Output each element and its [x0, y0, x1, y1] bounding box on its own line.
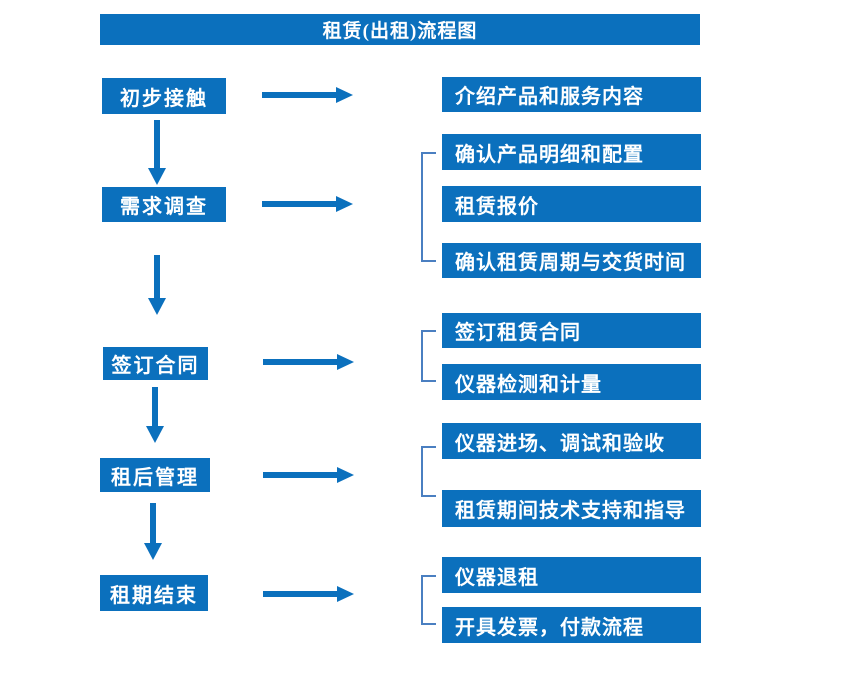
group-bracket-icon [421, 152, 436, 262]
group-bracket-icon [421, 446, 436, 497]
arrow-right-icon [262, 201, 336, 207]
page-title: 租赁(出租)流程图 [322, 21, 478, 42]
stage-box-sign-contract: 签订合同 [103, 347, 208, 380]
stage-box-rental-end: 租期结束 [100, 575, 208, 611]
output-box-confirm-rental-period-delivery: 确认租赁周期与交货时间 [442, 243, 701, 278]
output-box-introduce-products-services: 介绍产品和服务内容 [442, 77, 701, 112]
output-box-invoice-payment-process: 开具发票，付款流程 [442, 607, 701, 643]
arrow-right-icon [263, 591, 337, 597]
stage-box-initial-contact: 初步接触 [102, 78, 226, 114]
arrow-right-icon [263, 472, 337, 478]
arrow-right-icon [263, 359, 337, 365]
arrow-down-icon [154, 120, 160, 168]
title-bar: 租赁(出租)流程图 [100, 14, 700, 45]
stage-box-post-rental-management: 租后管理 [100, 458, 210, 492]
output-box-instrument-entry-debug-acceptance: 仪器进场、调试和验收 [442, 423, 701, 459]
output-box-confirm-product-details: 确认产品明细和配置 [442, 134, 701, 170]
arrow-down-icon [154, 255, 160, 298]
group-bracket-icon [421, 330, 436, 382]
stage-box-demand-survey: 需求调查 [102, 187, 226, 222]
group-bracket-icon [421, 575, 436, 625]
output-box-instrument-return: 仪器退租 [442, 557, 701, 593]
output-box-rental-quotation: 租赁报价 [442, 186, 701, 222]
output-box-technical-support-guidance: 租赁期间技术支持和指导 [442, 490, 701, 527]
arrow-down-icon [150, 503, 156, 543]
arrow-right-icon [262, 92, 336, 98]
output-box-sign-rental-contract: 签订租赁合同 [442, 313, 701, 348]
output-box-instrument-inspection-metering: 仪器检测和计量 [442, 364, 701, 400]
arrow-down-icon [152, 387, 158, 426]
